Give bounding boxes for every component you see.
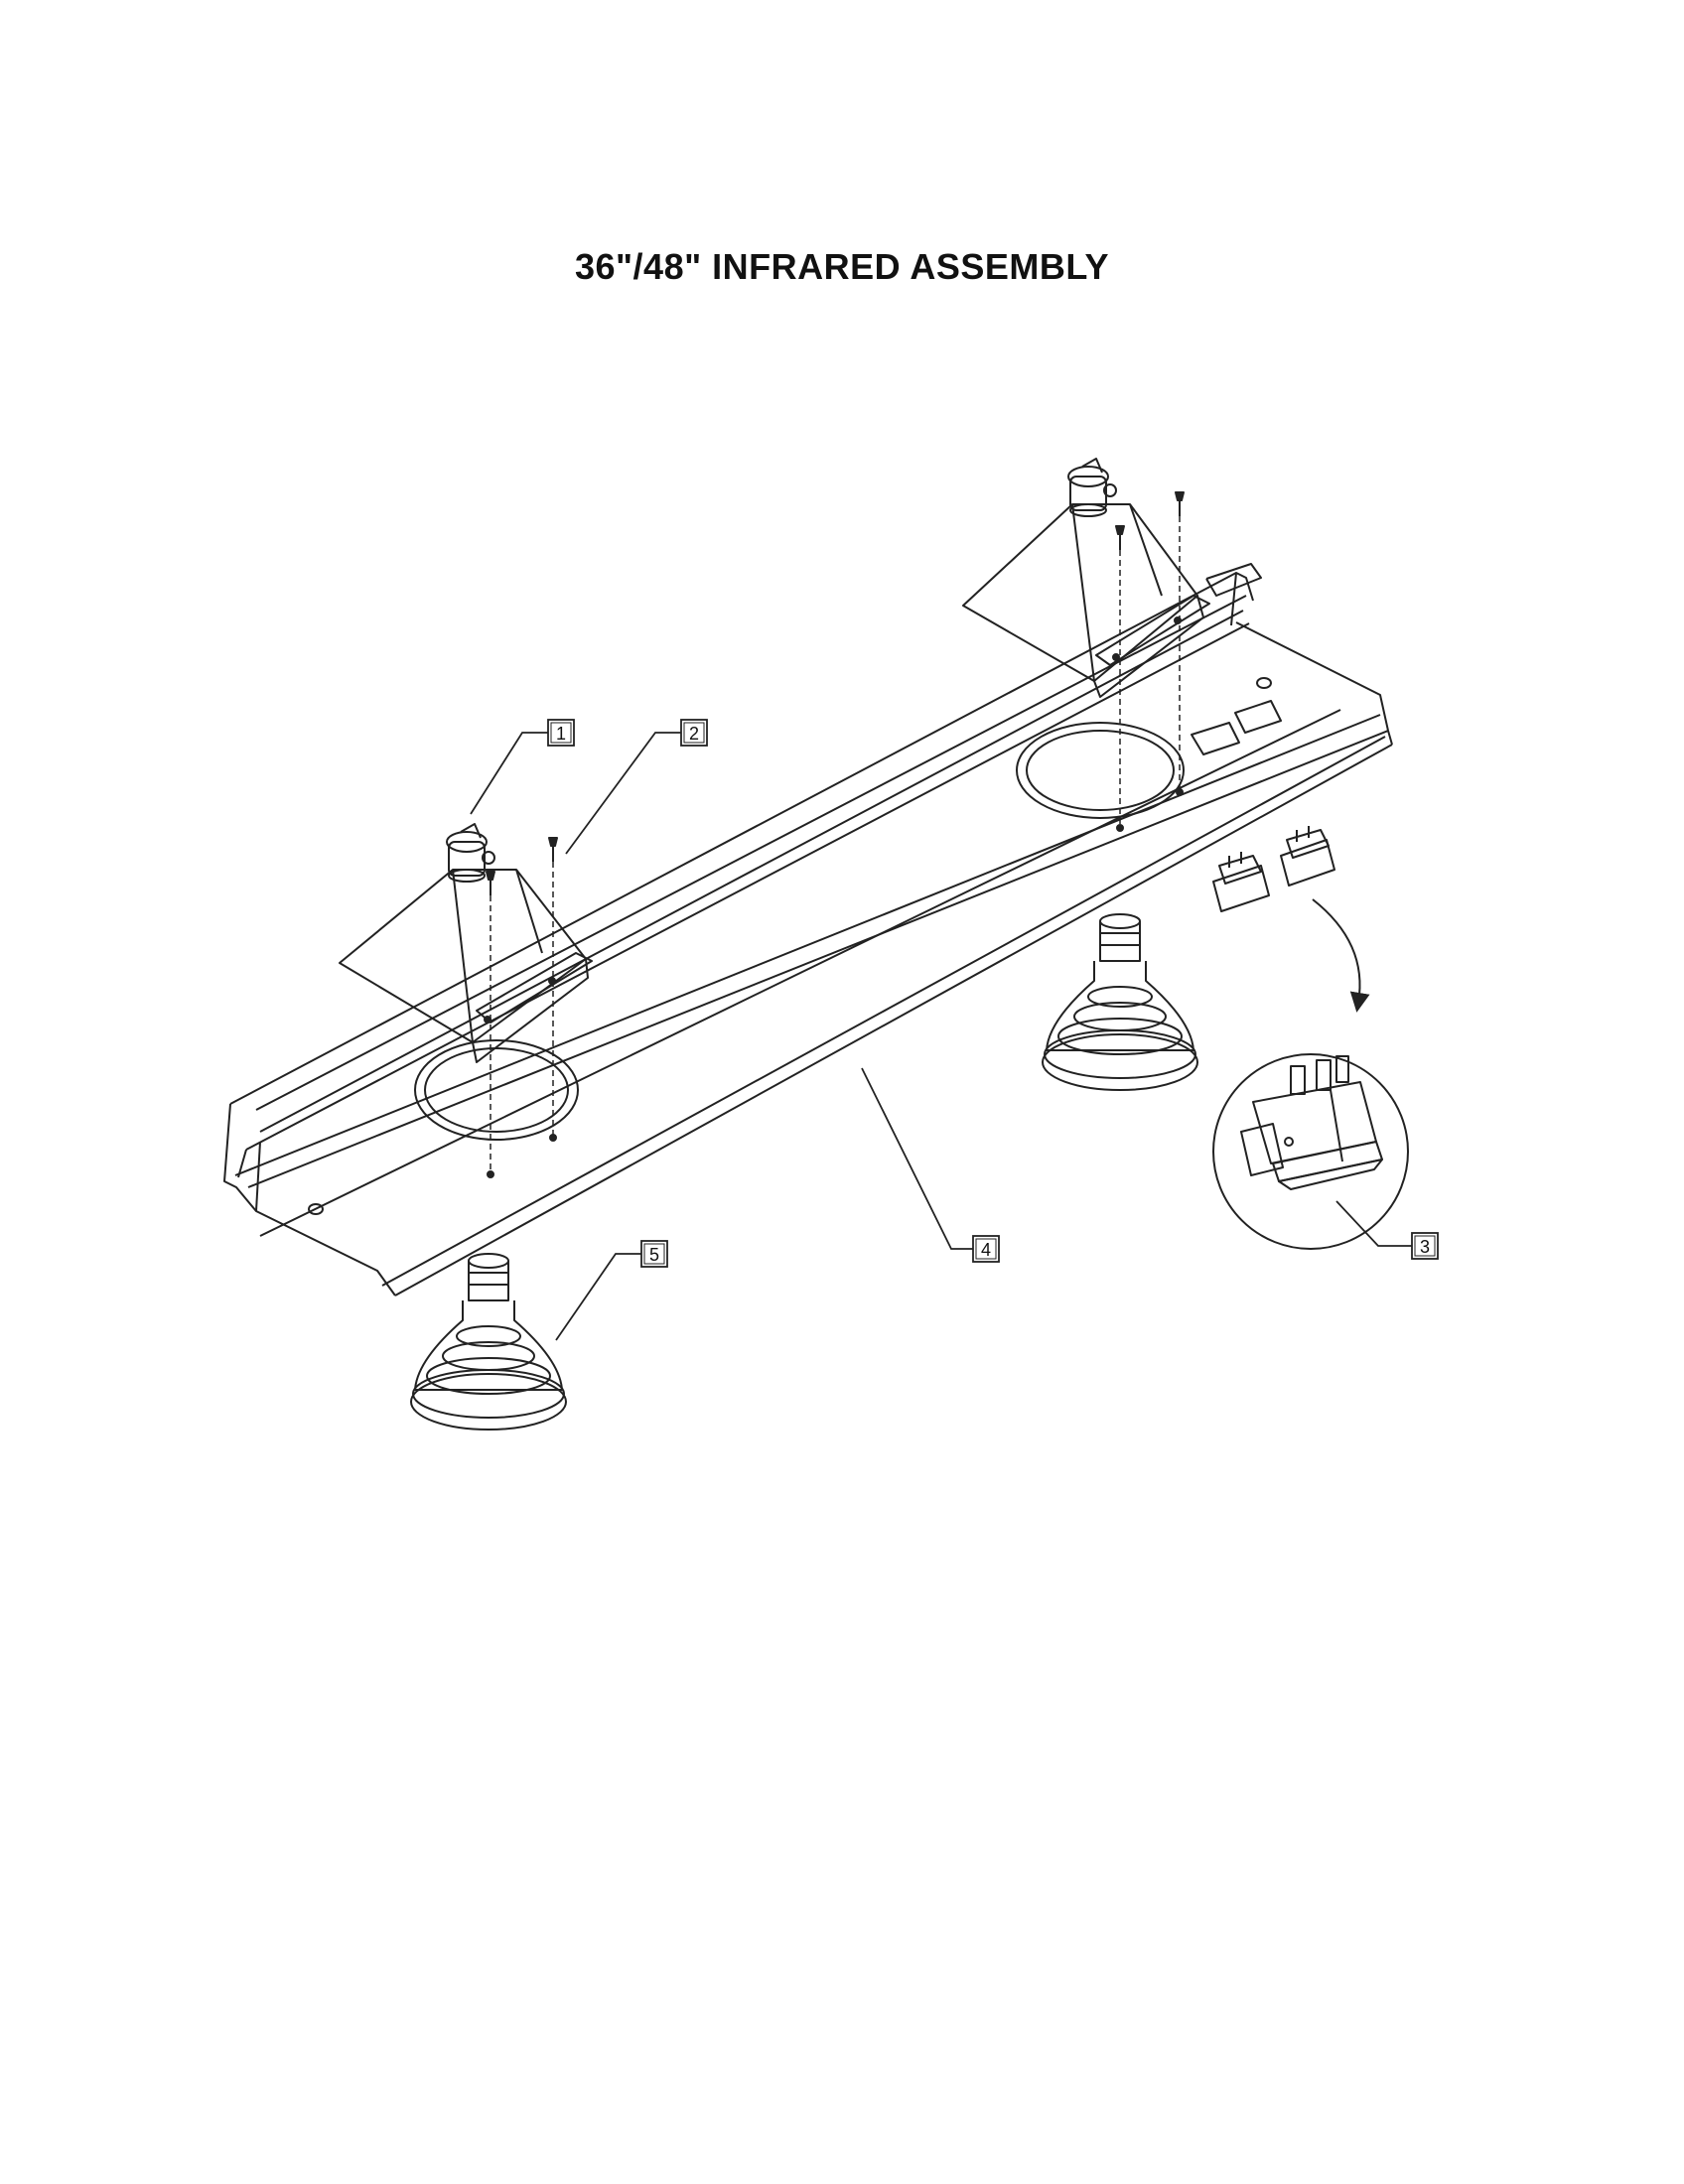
page-title: 36"/48" INFRARED ASSEMBLY: [574, 246, 1110, 287]
callout-label: 3: [1420, 1237, 1430, 1257]
callout-5: 5: [640, 1240, 668, 1268]
right-lamp-opening: [1016, 722, 1185, 819]
right-socket-bracket: [962, 458, 1210, 698]
assembly-lines: [490, 516, 1181, 1174]
callout-4: 4: [972, 1235, 1000, 1263]
switch-cutouts: [1191, 700, 1282, 755]
tray-channel: [223, 563, 1393, 1297]
callout-3: 3: [1411, 1232, 1439, 1260]
callout-label: 5: [649, 1245, 659, 1265]
screws: [486, 491, 1185, 895]
detail-arrow: [1312, 898, 1370, 1013]
right-infrared-bulb: [1042, 913, 1198, 1091]
callout-label: 1: [556, 724, 566, 744]
left-infrared-bulb: [410, 1253, 567, 1431]
left-socket-bracket: [339, 823, 593, 1063]
switch-detail-circle: [1212, 1053, 1409, 1250]
leader-lines: [470, 732, 1412, 1341]
small-switches: [1212, 826, 1335, 912]
callout-label: 2: [689, 724, 699, 744]
assembly-points: [487, 788, 1184, 1178]
callout-1: 1: [547, 719, 575, 747]
callout-label: 4: [981, 1240, 991, 1260]
callout-2: 2: [680, 719, 708, 747]
